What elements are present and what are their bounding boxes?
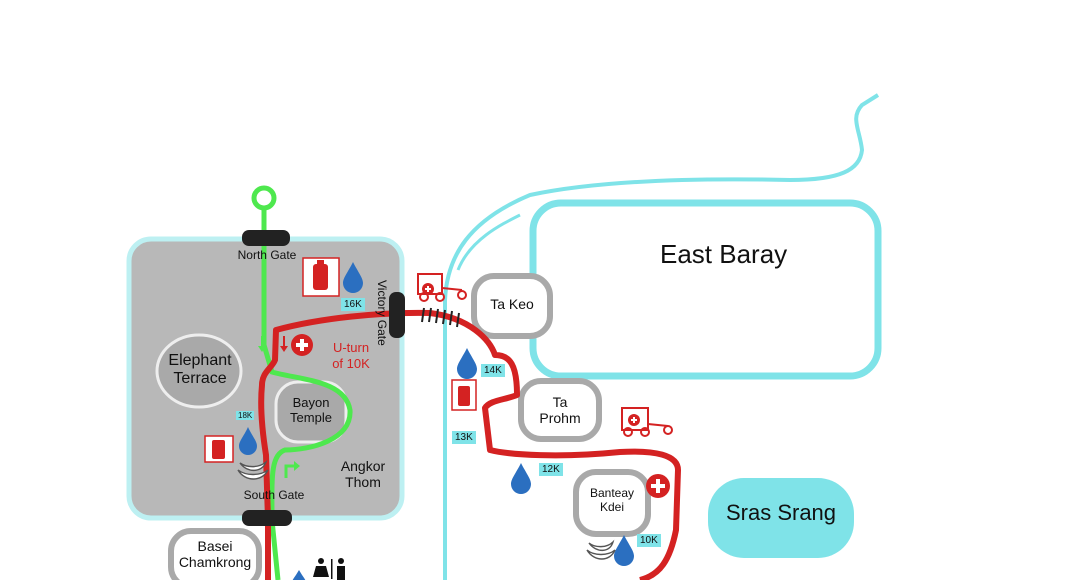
fuel-canister-icon <box>204 435 234 463</box>
water-drop-icon <box>292 570 306 580</box>
km-marker-16k: 16K <box>341 298 365 311</box>
ta-keo-label: Ta Keo <box>490 296 534 312</box>
first-aid-icon <box>646 474 670 498</box>
banteay-kdei-marker[interactable] <box>573 469 651 537</box>
elephant-terrace-label: Elephant Terrace <box>168 352 232 388</box>
km-marker-12k: 12K <box>539 463 563 476</box>
tuk-tuk-icon <box>417 273 467 302</box>
ta-prohm-marker[interactable] <box>518 378 602 442</box>
km-marker-13k: 13K <box>452 431 476 444</box>
first-aid-icon <box>291 334 313 356</box>
elephant-terrace-marker <box>155 333 243 409</box>
km-marker-10k: 10K <box>637 534 661 547</box>
east-road <box>443 93 880 580</box>
banteay-kdei-label: Banteay Kdei <box>589 486 635 514</box>
ta-prohm-label: Ta Prohm <box>539 394 581 427</box>
east-baray-label: East Baray <box>660 239 788 269</box>
first-aid-icon <box>628 414 640 426</box>
water-drop-icon <box>457 348 477 379</box>
green-route <box>261 200 353 580</box>
ta-keo-marker[interactable] <box>471 273 553 339</box>
fuel-canister-icon <box>451 379 477 411</box>
basei-chamkrong-label: Basei Chamkrong <box>178 538 252 571</box>
restroom-icon <box>313 558 345 580</box>
water-drop-icon <box>239 427 257 455</box>
red-route-main <box>258 309 681 580</box>
green-start-marker[interactable] <box>251 185 277 211</box>
arrow-icon <box>284 461 300 478</box>
uturn-note: U-turn of 10K <box>332 340 370 372</box>
tuk-tuk-icon <box>621 407 673 437</box>
east-road-branch <box>456 213 521 271</box>
km-marker-14k: 14K <box>481 364 505 377</box>
arrow-icon <box>280 336 288 352</box>
angkor-thom-label: Angkor Thom <box>340 458 386 491</box>
bayon-temple-label: Bayon Temple <box>290 395 332 425</box>
north-gate-marker[interactable] <box>242 230 290 246</box>
km-marker-18k: 18K <box>236 411 255 420</box>
arrow-icon <box>258 336 266 352</box>
banana-icon <box>237 459 269 480</box>
first-aid-icon <box>422 283 434 295</box>
water-drop-icon <box>511 463 531 494</box>
south-gate-marker[interactable] <box>242 510 292 526</box>
water-drop-icon <box>343 262 363 293</box>
sras-srang-marker[interactable] <box>708 478 854 558</box>
south-gate-label: South Gate <box>243 488 305 502</box>
water-drop-icon <box>614 535 634 566</box>
banana-icon <box>586 539 616 560</box>
east-baray-outline <box>529 199 882 380</box>
sras-srang-label: Sras Srang <box>725 500 837 525</box>
fuel-canister-icon <box>302 257 340 297</box>
victory-gate-marker[interactable] <box>389 292 405 338</box>
bridge-hatch <box>421 307 460 328</box>
north-gate-label: North Gate <box>237 248 297 262</box>
basei-chamkrong-marker[interactable] <box>168 528 262 580</box>
